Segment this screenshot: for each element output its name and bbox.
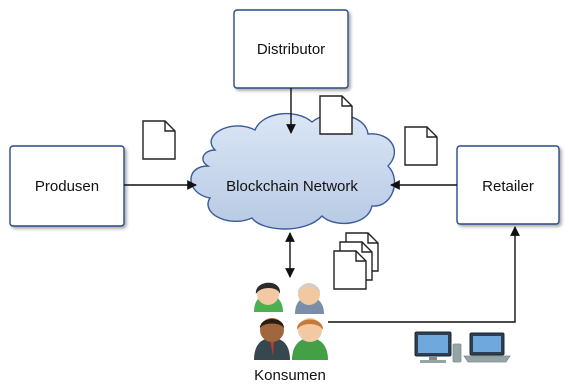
laptop-icon [463, 332, 511, 363]
document-stack-icon [333, 232, 379, 290]
produsen-label: Produsen [35, 178, 99, 195]
distributor-node: Distributor [233, 9, 349, 89]
blockchain-network-cloud: Blockchain Network [190, 112, 396, 230]
distributor-label: Distributor [257, 41, 325, 58]
document-icon [142, 120, 176, 160]
retailer-node: Retailer [456, 145, 560, 225]
retailer-label: Retailer [482, 178, 534, 195]
desktop-computer-icon [414, 331, 462, 363]
people-group-icon [254, 282, 328, 360]
document-icon [319, 95, 353, 135]
konsumen-label: Konsumen [254, 367, 326, 384]
produsen-node: Produsen [9, 145, 125, 227]
blockchain-network-label: Blockchain Network [226, 178, 358, 195]
document-icon [404, 126, 438, 166]
konsumen-to-retailer-arrow [328, 226, 520, 323]
